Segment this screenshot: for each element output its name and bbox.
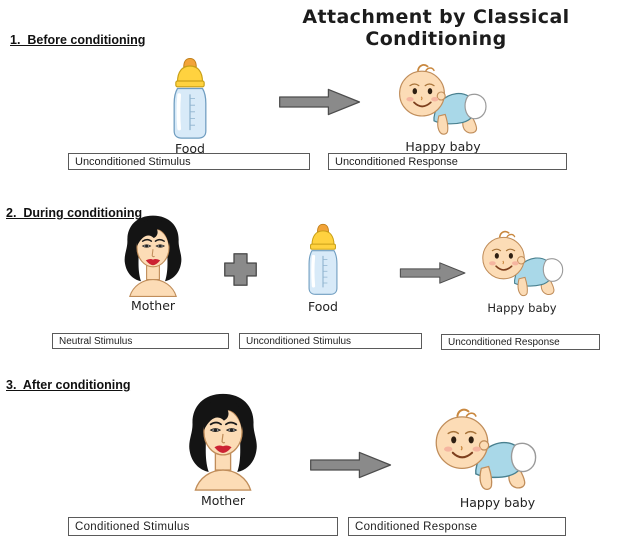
unconditioned-response-label: Unconditioned Response [448, 336, 560, 348]
conditioned-stimulus-box: Conditioned Stimulus [68, 517, 338, 536]
happy-baby-icon [393, 60, 491, 140]
mother-caption: Mother [200, 493, 246, 508]
baby-bottle-icon [165, 56, 215, 141]
diagram-title: Attachment by Classical Conditioning [302, 6, 570, 50]
happy-baby-icon [428, 404, 542, 496]
unconditioned-stimulus-label: Unconditioned Stimulus [246, 335, 352, 347]
neutral-stimulus-label: Neutral Stimulus [59, 335, 133, 347]
mother-caption: Mother [130, 298, 176, 313]
mother-icon [180, 392, 266, 492]
happy-baby-caption: Happy baby [459, 495, 536, 510]
section-3-heading: 3. After conditioning [6, 378, 131, 392]
happy-baby-caption: Happy baby [487, 301, 557, 315]
section-1-heading: 1. Before conditioning [10, 33, 146, 47]
conditioned-response-box: Conditioned Response [348, 517, 566, 536]
baby-bottle-icon [301, 221, 345, 298]
unconditioned-stimulus-label: Unconditioned Stimulus [75, 155, 191, 168]
neutral-stimulus-box: Neutral Stimulus [52, 333, 229, 349]
plus-icon [222, 251, 259, 288]
conditioned-response-label: Conditioned Response [355, 520, 478, 533]
unconditioned-response-label: Unconditioned Response [335, 155, 458, 168]
arrow-right-icon [278, 86, 362, 118]
mother-icon [115, 214, 191, 298]
unconditioned-stimulus-box: Unconditioned Stimulus [239, 333, 422, 349]
conditioned-stimulus-label: Conditioned Stimulus [75, 520, 190, 533]
unconditioned-response-box: Unconditioned Response [328, 153, 567, 170]
food-caption: Food [175, 141, 205, 156]
happy-baby-icon [477, 227, 567, 301]
food-caption: Food [308, 299, 338, 314]
unconditioned-stimulus-box: Unconditioned Stimulus [68, 153, 310, 170]
happy-baby-caption: Happy baby [405, 139, 481, 154]
unconditioned-response-box: Unconditioned Response [441, 334, 600, 350]
arrow-right-icon [309, 449, 393, 481]
arrow-right-icon [399, 259, 467, 287]
section-2-heading: 2. During conditioning [6, 206, 143, 220]
